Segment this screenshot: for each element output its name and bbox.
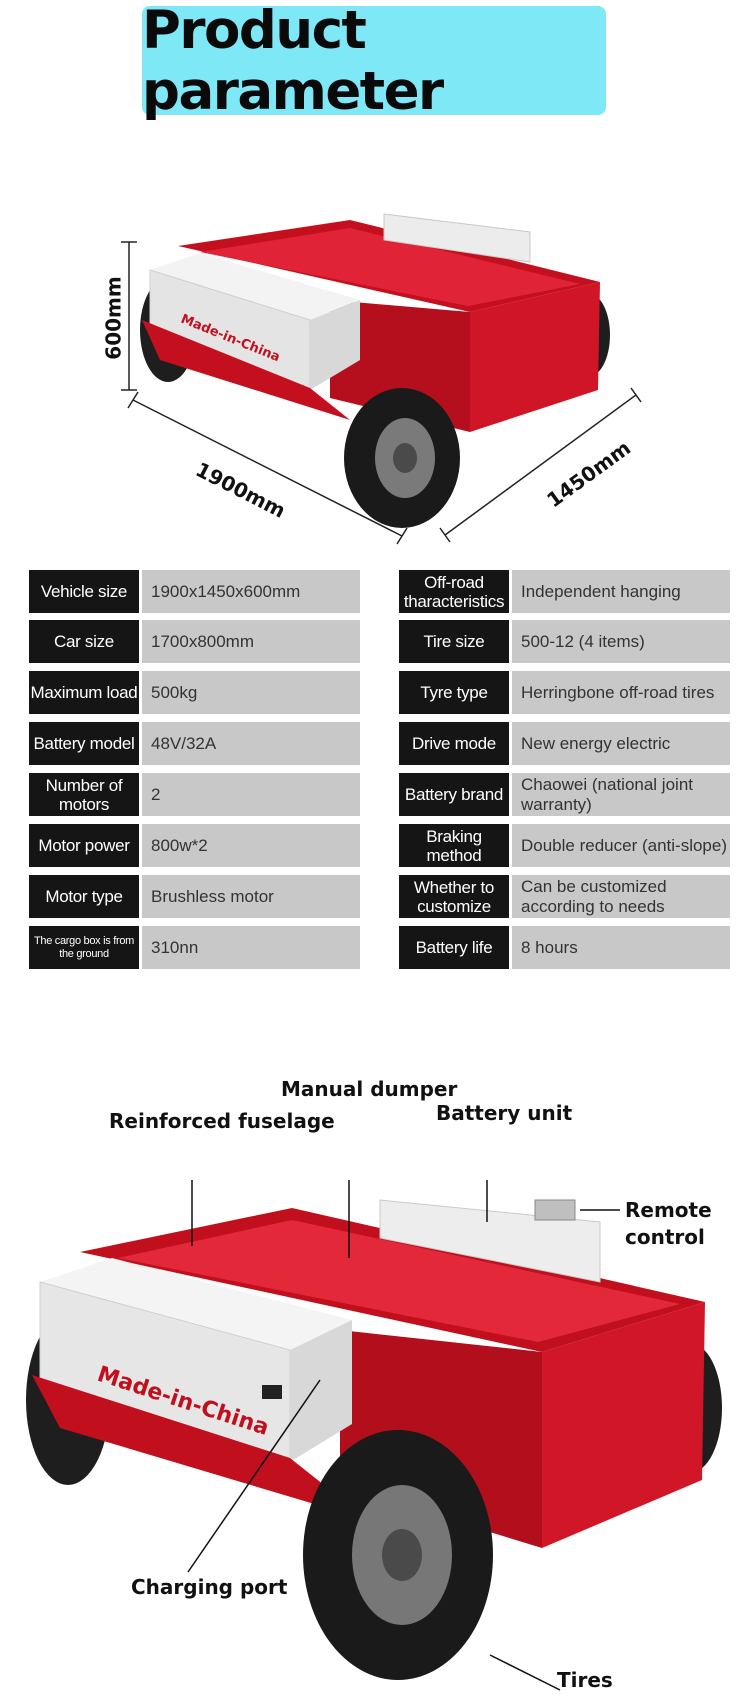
spec-key: Off-road tharacteristics — [399, 570, 509, 613]
page-title: Product parameter — [142, 0, 444, 122]
spec-value: 48V/32A — [142, 722, 360, 765]
product-callout-figure: Made-in-China — [26, 1180, 722, 1691]
spec-key: Car size — [29, 620, 139, 663]
cargo-box-front — [470, 282, 600, 432]
callout-leader-lines — [187, 1180, 620, 1691]
chassis — [32, 1375, 368, 1520]
spec-value: 1700x800mm — [142, 620, 360, 663]
spec-value: Double reducer (anti-slope) — [512, 824, 730, 867]
dimension-lines — [121, 241, 642, 545]
spec-key: Drive mode — [399, 722, 509, 765]
chassis — [142, 320, 350, 420]
spec-key: Battery model — [29, 722, 139, 765]
spec-key: Battery life — [399, 926, 509, 969]
spec-key: Motor power — [29, 824, 139, 867]
spec-value: Chaowei (national joint warranty) — [512, 773, 730, 816]
callout-reinforced-fuselage: Reinforced fuselage — [109, 1109, 335, 1133]
spec-value: Brushless motor — [142, 875, 360, 918]
spec-value: 2 — [142, 773, 360, 816]
callout-remote-control-line1: Remote — [625, 1198, 712, 1222]
spec-key: Tire size — [399, 620, 509, 663]
cargo-box-front — [542, 1302, 705, 1548]
spec-key: Number of motors — [29, 773, 139, 816]
spec-key: Battery brand — [399, 773, 509, 816]
spec-value: New energy electric — [512, 722, 730, 765]
spec-key: Braking method — [399, 824, 509, 867]
spec-value: Independent hanging — [512, 570, 730, 613]
callout-remote-control-line2: control — [625, 1225, 705, 1249]
callout-battery-unit: Battery unit — [436, 1101, 573, 1125]
spec-key: Maximum load — [29, 671, 139, 714]
title-banner: Product parameter — [142, 0, 606, 122]
cargo-box-inside — [200, 228, 580, 306]
spec-key: Whether to customize — [399, 875, 509, 918]
spec-value: 800w*2 — [142, 824, 360, 867]
callout-charging-port: Charging port — [131, 1575, 288, 1599]
spec-key: The cargo box is from the ground — [29, 926, 139, 969]
spec-value: 500kg — [142, 671, 360, 714]
front-battery-box — [40, 1258, 352, 1350]
front-battery-box — [150, 253, 360, 320]
spec-value: 310nn — [142, 926, 360, 969]
spec-key: Motor type — [29, 875, 139, 918]
product-dimension-figure: Made-in-China — [121, 213, 642, 545]
spec-key: Vehicle size — [29, 570, 139, 613]
spec-value: 8 hours — [512, 926, 730, 969]
spec-value: Can be customized according to needs — [512, 875, 730, 918]
charging-port-icon — [262, 1385, 282, 1399]
callout-manual-dumper: Manual dumper — [281, 1077, 458, 1101]
spec-value: 1900x1450x600mm — [142, 570, 360, 613]
spec-value: Herringbone off-road tires — [512, 671, 730, 714]
cargo-box-inside — [118, 1220, 680, 1342]
spec-key: Tyre type — [399, 671, 509, 714]
rear-battery-box — [383, 213, 531, 263]
remote-control-icon — [534, 1199, 576, 1221]
spec-value: 500-12 (4 items) — [512, 620, 730, 663]
cargo-box-side — [330, 300, 470, 432]
callout-tires: Tires — [557, 1668, 613, 1692]
height-dimension: 600mm — [101, 276, 126, 360]
